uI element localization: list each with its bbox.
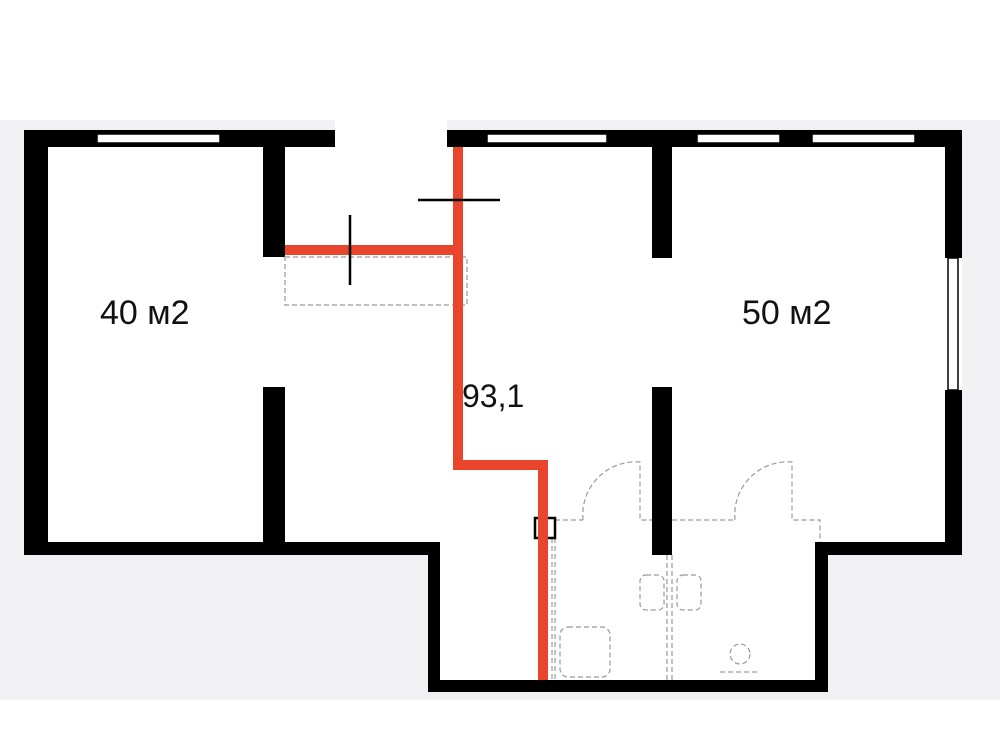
windows: [96, 133, 959, 391]
window: [947, 257, 959, 391]
dashed-niche: [284, 256, 468, 306]
wall-inner-left-top: [263, 147, 285, 257]
total-area-label: 93,1: [462, 378, 525, 414]
wall-right-top: [945, 130, 962, 258]
door-swing: [555, 461, 652, 521]
wall-bottom-right: [820, 542, 962, 555]
bath-partition: [551, 530, 556, 680]
wall-inner-left-bottom: [263, 387, 285, 542]
wall-inner-right-bottom: [652, 387, 672, 555]
door-swing: [672, 461, 821, 542]
wall-right-bottom: [945, 390, 962, 555]
entrance-gap: [335, 120, 447, 148]
wall-inner-right-top: [652, 147, 672, 258]
bath-partition: [666, 555, 673, 680]
room-left-area-label: 40 м2: [100, 294, 190, 332]
sink-icon: [676, 574, 702, 611]
room-right-area-label: 50 м2: [742, 294, 832, 332]
window: [96, 133, 221, 144]
dimension-ticks: [348, 198, 500, 285]
wall-bath-right: [815, 542, 828, 692]
wall-bottom-left: [24, 542, 440, 555]
walls: [24, 130, 962, 692]
wall-left: [24, 130, 48, 555]
window: [696, 133, 781, 144]
shower-icon: [559, 626, 611, 678]
sink-icon: [639, 574, 665, 611]
wall-bath-left: [428, 542, 440, 692]
window: [486, 133, 608, 144]
fixtures: [284, 256, 821, 680]
window: [811, 133, 916, 144]
toilet-icon: [729, 643, 751, 665]
new-partition-line: [285, 147, 548, 680]
wall-bath-bottom: [428, 680, 828, 692]
